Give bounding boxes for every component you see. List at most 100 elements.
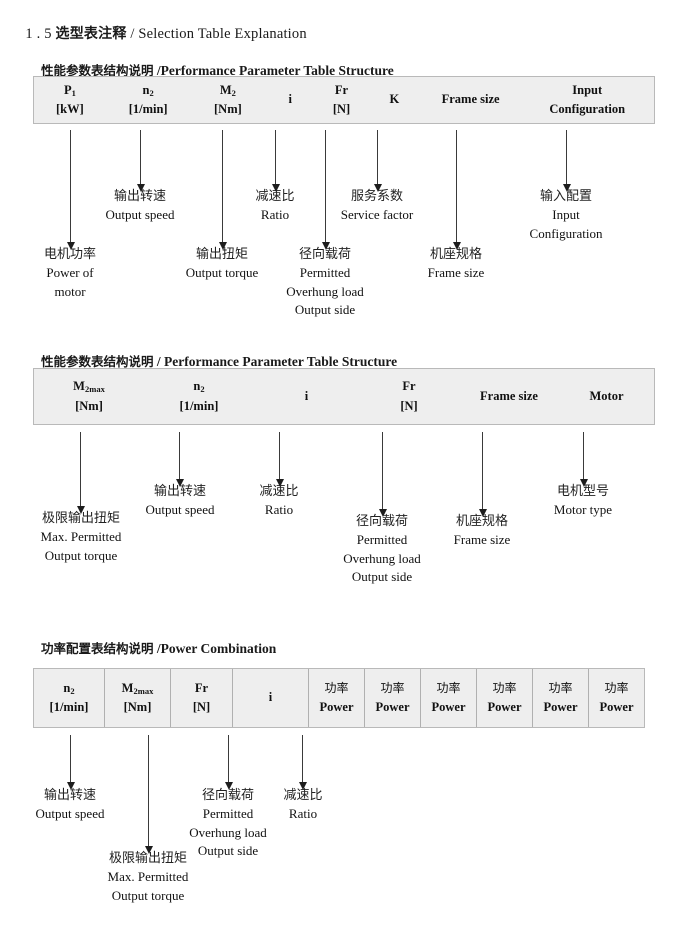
annotation-service-factor: 服务系数 Service factor — [320, 188, 434, 225]
arrow-to-frame-size — [452, 130, 461, 250]
table-header-power-6: 功率 Power — [588, 669, 644, 727]
table-header-m2: M2 [Nm] — [191, 77, 266, 123]
arrow-to-output-speed — [136, 130, 145, 192]
table-header-input-configuration: Input Configuration — [520, 77, 654, 123]
annotation-cn: 极限输出扭矩 — [108, 851, 187, 866]
col-symbol-cn: 功率 — [492, 681, 517, 696]
col-symbol: Fr — [334, 82, 349, 97]
page-title-separator: / — [126, 26, 139, 42]
col-subscript: 2 — [200, 384, 205, 395]
annotation-motor-type: 电机型号 Motor type — [533, 483, 633, 520]
annotation-en: Permitted — [202, 806, 254, 822]
col-unit: [Nm] — [123, 700, 152, 714]
arrow-to-overhung-load — [378, 432, 387, 517]
section-heading-cn: 性能参数表结构说明 — [41, 354, 154, 369]
annotation-cn: 电机功率 — [43, 247, 96, 262]
annotation-en: Output side — [294, 302, 356, 318]
arrow-to-overhung-load — [224, 735, 233, 790]
arrow-to-ratio — [271, 130, 280, 192]
col-unit: Power — [375, 699, 410, 714]
annotation-en: Output torque — [185, 265, 259, 281]
col-subscript: 2 — [149, 87, 154, 98]
arrow-to-max-output-torque — [144, 735, 153, 854]
annotation-en: Output side — [197, 843, 259, 859]
annotation-cn: 减速比 — [255, 189, 295, 204]
annotation-en: Output torque — [111, 887, 185, 903]
power-combination-table: n2 [1/min] M2max [Nm] Fr [N] i 功率 Power … — [33, 668, 645, 728]
col-unit: [N] — [332, 102, 351, 116]
col-symbol-cn: 功率 — [380, 681, 405, 696]
col-unit: [1/min] — [49, 700, 89, 714]
annotation-en: Input — [552, 207, 580, 223]
table-header-i: i — [254, 369, 359, 424]
page-title-en: Selection Table Explanation — [138, 26, 307, 42]
annotation-en: Permitted — [356, 532, 408, 548]
table-header-fr: Fr [N] — [359, 369, 459, 424]
annotation-cn: 径向载荷 — [201, 788, 254, 803]
section-heading-separator: / — [153, 354, 165, 369]
annotation-cn: 电机型号 — [556, 484, 609, 499]
annotation-en: Output side — [351, 569, 413, 585]
annotation-cn: 减速比 — [283, 788, 323, 803]
section-heading-en: Performance Parameter Table Structure — [160, 63, 394, 78]
col-symbol: i — [268, 690, 273, 705]
col-subscript: 1 — [71, 87, 76, 98]
col-unit: [N] — [192, 700, 211, 714]
table-header-n2: n2 [1/min] — [106, 77, 191, 123]
annotation-cn: 极限输出扭矩 — [41, 511, 120, 526]
col-subscript: 2 — [70, 685, 75, 696]
col-symbol: Fr — [402, 379, 416, 394]
arrow-to-power-of-motor — [66, 130, 75, 250]
annotation-en: Output speed — [105, 207, 175, 223]
annotation-frame-size: 机座规格 Frame size — [406, 246, 506, 283]
annotation-power-of-motor: 电机功率 Power of motor — [20, 246, 120, 301]
annotation-cn: 服务系数 — [350, 189, 403, 204]
col-unit: Power — [431, 699, 466, 714]
arrow-to-input-configuration — [562, 130, 571, 192]
section-heading-cn: 性能参数表结构说明 — [41, 63, 154, 78]
col-unit: [1/min] — [179, 398, 219, 413]
annotation-ratio: 减速比 Ratio — [235, 188, 315, 225]
col-symbol: Input — [572, 82, 603, 97]
annotation-en: Permitted — [299, 265, 351, 281]
col-unit: Power — [319, 699, 354, 714]
section-heading-en: Power Combination — [160, 641, 277, 656]
annotation-output-torque: 输出扭矩 Output torque — [172, 246, 272, 283]
annotation-max-output-torque: 极限输出扭矩 Max. Permitted Output torque — [22, 510, 140, 565]
performance-table-1: P1 [kW] n2 [1/min] M2 [Nm] i Fr [N] K Fr… — [33, 76, 655, 124]
annotation-en: Overhung load — [343, 550, 421, 566]
table-header-n2: n2 [1/min] — [34, 669, 104, 727]
col-subscript: 2max — [84, 384, 105, 395]
annotation-en: Frame size — [427, 265, 485, 281]
annotation-cn: 减速比 — [259, 484, 299, 499]
page-title: 1 . 5 选型表注释 / Selection Table Explanatio… — [10, 6, 307, 60]
annotation-en: Configuration — [529, 225, 603, 241]
annotation-output-speed: 输出转速 Output speed — [128, 483, 232, 520]
table-header-motor: Motor — [559, 369, 654, 424]
annotation-frame-size: 机座规格 Frame size — [432, 513, 532, 550]
section-heading-en: Performance Parameter Table Structure — [164, 354, 398, 369]
annotation-cn: 输出转速 — [153, 484, 206, 499]
arrow-to-ratio — [275, 432, 284, 487]
section-heading-separator: / — [153, 63, 161, 78]
annotation-cn: 径向载荷 — [355, 514, 408, 529]
annotation-cn: 机座规格 — [455, 514, 508, 529]
table-header-p1: P1 [kW] — [34, 77, 106, 123]
table-header-frame-size: Frame size — [459, 369, 559, 424]
col-symbol: n — [63, 680, 71, 695]
table-header-power-5: 功率 Power — [532, 669, 588, 727]
section-heading-cn: 功率配置表结构说明 — [41, 641, 154, 656]
annotation-en: Frame size — [453, 532, 511, 548]
col-symbol: M — [73, 379, 85, 394]
page-title-number: 1 . 5 — [25, 26, 56, 42]
table-header-m2max: M2max [Nm] — [104, 669, 170, 727]
col-symbol: Motor — [589, 388, 624, 403]
annotation-en: motor — [54, 283, 86, 299]
annotation-en: Service factor — [340, 207, 414, 223]
arrow-to-overhung-load — [321, 130, 330, 250]
col-unit: Power — [543, 699, 578, 714]
col-symbol: Frame size — [480, 388, 538, 403]
table-header-fr: Fr [N] — [315, 77, 368, 123]
table-header-i: i — [265, 77, 315, 123]
